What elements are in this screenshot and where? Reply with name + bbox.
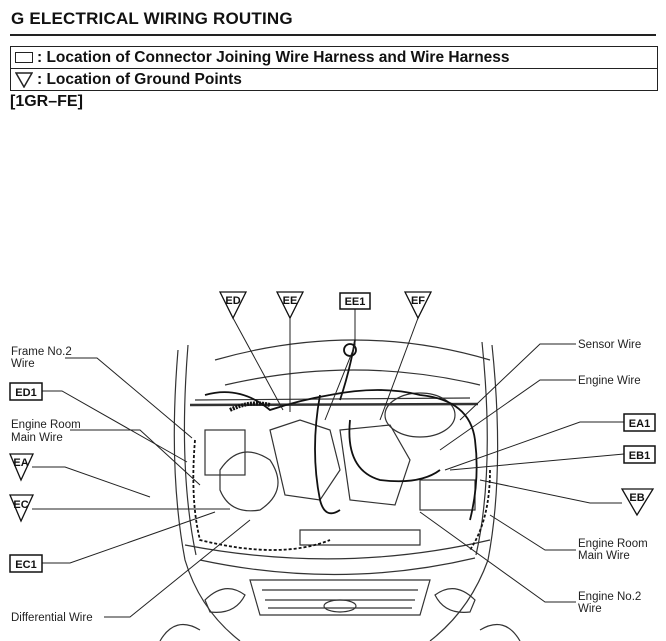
legend-row-ground: : Location of Ground Points	[11, 68, 657, 90]
leader-lines	[32, 309, 625, 618]
tag-ee-text: EE	[283, 295, 298, 307]
connector-tag-ec1: EC1	[9, 554, 43, 573]
page-title: G ELECTRICAL WIRING ROUTING	[11, 9, 293, 28]
label-engine-room-main-wire-right-2: Main Wire	[578, 550, 630, 562]
connector-tag-ee1: EE1	[339, 292, 371, 310]
connector-tag-ed1: ED1	[9, 382, 43, 401]
tag-ef-text: EF	[411, 295, 425, 307]
ground-tag-ee: EE	[275, 291, 305, 320]
tag-ec-text: EC	[13, 499, 28, 511]
connector-tag-eb1: EB1	[623, 445, 656, 464]
ground-tag-eb: EB	[620, 488, 655, 517]
vehicle-outline	[159, 339, 521, 641]
connector-rect-icon	[15, 52, 33, 63]
legend-connector-text: : Location of Connector Joining Wire Har…	[37, 48, 510, 66]
connector-tag-ea1: EA1	[623, 413, 656, 432]
label-engine-room-main-wire-right-1: Engine Room	[578, 538, 648, 550]
legend-row-connector: : Location of Connector Joining Wire Har…	[11, 47, 657, 68]
label-engine-no2-wire-1: Engine No.2	[578, 591, 641, 603]
tag-eb-text: EB	[629, 492, 644, 504]
tag-ec1-text: EC1	[15, 559, 36, 571]
legend-ground-text: : Location of Ground Points	[37, 70, 242, 88]
tag-ea-text: EA	[13, 457, 28, 469]
label-engine-room-main-wire-left-2: Main Wire	[11, 432, 63, 444]
legend-box: : Location of Connector Joining Wire Har…	[10, 46, 658, 91]
engine-code: [1GR–FE]	[10, 93, 83, 110]
label-frame-no2-wire-1: Frame No.2	[11, 346, 72, 358]
label-engine-no2-wire-2: Wire	[578, 603, 602, 615]
tag-eb1-text: EB1	[629, 450, 650, 462]
tag-ee1-text: EE1	[345, 296, 366, 308]
tag-ea1-text: EA1	[629, 418, 650, 430]
title-underline	[10, 34, 656, 36]
tag-ed-text: ED	[225, 295, 240, 307]
label-frame-no2-wire-2: Wire	[11, 358, 35, 370]
tag-ed1-text: ED1	[15, 387, 36, 399]
ground-tag-ea: EA	[9, 453, 35, 482]
label-engine-room-main-wire-left-1: Engine Room	[11, 419, 81, 431]
ground-triangle-icon	[15, 71, 33, 88]
label-engine-wire: Engine Wire	[578, 375, 641, 387]
ground-tag-ed: ED	[218, 291, 248, 320]
ground-tag-ec: EC	[9, 494, 35, 523]
label-sensor-wire: Sensor Wire	[578, 339, 641, 351]
ground-tag-ef: EF	[403, 291, 433, 320]
label-differential-wire: Differential Wire	[11, 612, 93, 624]
